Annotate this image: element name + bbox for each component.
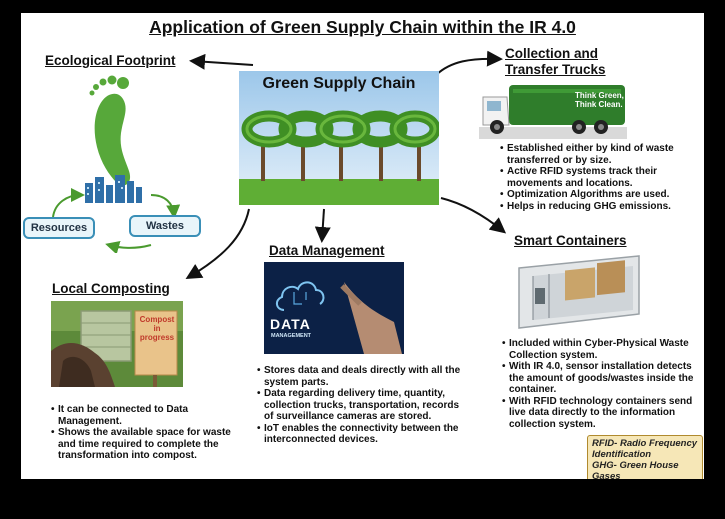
footprint-graphic: [79, 71, 159, 201]
ecological-heading: Ecological Footprint: [45, 53, 176, 68]
data-management-image: DATA MANAGEMENT: [264, 262, 404, 354]
green-supply-chain-image: Green Supply Chain: [239, 71, 439, 205]
arrow-to-trucks: [435, 50, 503, 76]
smart-containers-heading: Smart Containers: [514, 233, 627, 248]
cloud-icon: [276, 281, 325, 311]
data-bullet: Stores data and deals directly with all …: [257, 365, 469, 388]
composting-bullet: Shows the available space for waste and …: [51, 427, 241, 462]
composting-bullets: It can be connected to Data Management. …: [51, 404, 241, 462]
trucks-bullet: Established either by kind of waste tran…: [500, 143, 700, 166]
trucks-bullets: Established either by kind of waste tran…: [500, 143, 700, 212]
smart-containers-bullets: Included within Cyber-Physical Waste Col…: [502, 338, 702, 430]
diagram-canvas: Application of Green Supply Chain within…: [21, 13, 704, 479]
smart-bullet: With RFID technology containers send liv…: [502, 396, 702, 431]
data-bullet: Data regarding delivery time, quantity, …: [257, 388, 469, 423]
composting-bullet: It can be connected to Data Management.: [51, 404, 241, 427]
data-management-bullets: Stores data and deals directly with all …: [257, 365, 469, 446]
abbreviation-legend: RFID- Radio Frequency Identification GHG…: [587, 435, 703, 479]
data-bullet: IoT enables the connectivity between the…: [257, 423, 469, 446]
trucks-heading-line1: Collection and: [505, 46, 599, 61]
data-management-heading: Data Management: [269, 243, 385, 258]
local-composting-heading: Local Composting: [52, 281, 170, 296]
trucks-bullet: Active RFID systems track their movement…: [500, 166, 700, 189]
smart-container-image: [513, 252, 643, 332]
smart-bullet: With IR 4.0, sensor installation detects…: [502, 361, 702, 396]
legend-line: GHG- Green House Gases: [592, 460, 679, 479]
footprint-icon: [89, 75, 131, 186]
data-image-label: DATA: [270, 316, 311, 332]
compost-sign-text: Compost in progress: [139, 315, 175, 342]
truck-slogan-line2: Think Clean.: [575, 100, 623, 109]
arrow-to-ecological: [189, 53, 254, 70]
wastes-pill: Wastes: [129, 215, 201, 237]
trucks-heading-line2: Transfer Trucks: [505, 62, 606, 77]
diagram-title: Application of Green Supply Chain within…: [149, 17, 576, 37]
connector-arrows: [185, 50, 507, 280]
arrow-to-smart: [440, 197, 507, 234]
arrow-to-composting: [185, 208, 250, 280]
cycle-arrows: [52, 188, 181, 253]
smart-bullet: Included within Cyber-Physical Waste Col…: [502, 338, 702, 361]
composting-image: Compost in progress: [51, 301, 183, 387]
garbage-truck-image: Think Green, Think Clean.: [479, 79, 627, 139]
trucks-bullet: Helps in reducing GHG emissions.: [500, 201, 700, 213]
data-image-sublabel: MANAGEMENT: [271, 333, 312, 339]
legend-line: RFID- Radio Frequency: [592, 438, 698, 449]
truck-slogan-line1: Think Green,: [575, 91, 624, 100]
arrow-to-data: [314, 208, 331, 243]
city-buildings-icon: [83, 173, 143, 203]
trucks-bullet: Optimization Algorithms are used.: [500, 189, 700, 201]
legend-line: Identification: [592, 449, 652, 460]
center-label: Green Supply Chain: [262, 75, 416, 92]
resources-pill: Resources: [23, 217, 95, 239]
